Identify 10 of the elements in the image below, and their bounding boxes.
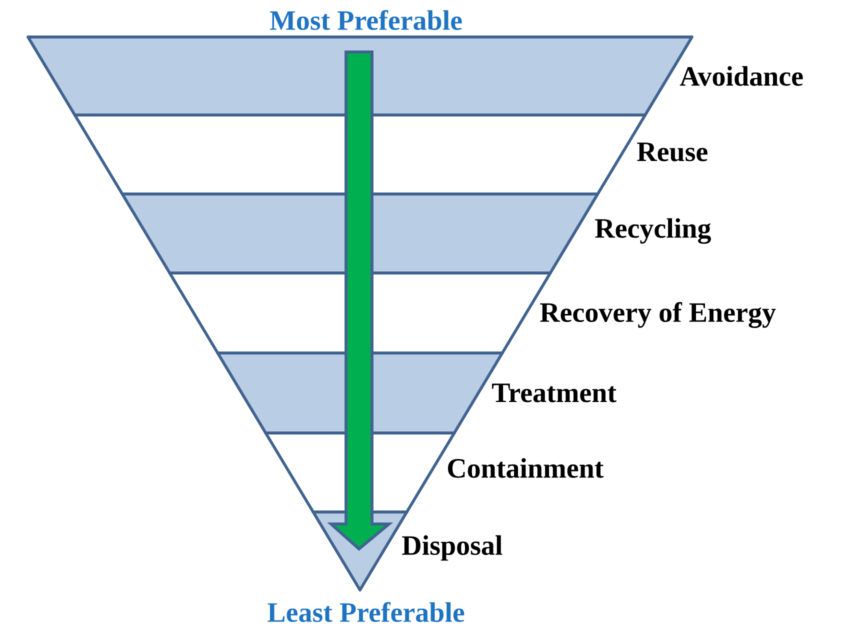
node-label: Recycling xyxy=(595,218,711,244)
node-label: Recovery of Energy xyxy=(540,302,776,328)
node-label: Containment xyxy=(448,458,604,478)
node-label: Reuse xyxy=(637,142,708,162)
hierarchy-band: Avoidance xyxy=(26,36,803,116)
node-label: Disposal xyxy=(402,535,502,561)
node-label: Treatment xyxy=(492,384,616,402)
hierarchy-band: Reuse xyxy=(73,114,708,196)
node-label: Avoidance xyxy=(680,66,803,86)
hierarchy-band: Recycling xyxy=(120,192,711,274)
